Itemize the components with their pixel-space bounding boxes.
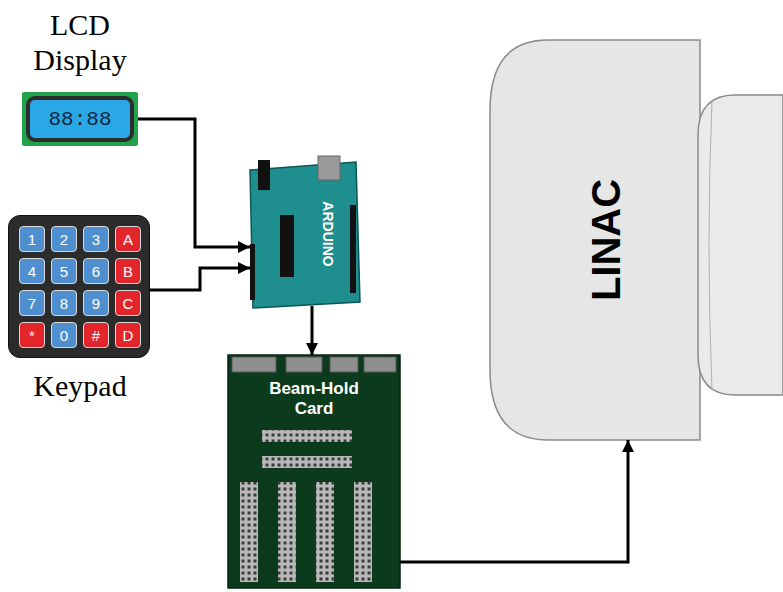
linac-label: LINAC (586, 179, 626, 301)
key-label: * (29, 328, 35, 343)
power-jack (258, 160, 270, 190)
key-label: A (123, 232, 133, 247)
keypad-key: B (115, 258, 141, 284)
keypad-key: 6 (83, 258, 109, 284)
pin-column (240, 482, 258, 582)
keypad-key: 4 (19, 258, 45, 284)
keypad-key: 7 (19, 290, 45, 316)
arduino-board: ARDUINO (250, 165, 358, 303)
microcontroller-chip (280, 215, 294, 277)
keypad-key: A (115, 226, 141, 252)
key-label: B (123, 264, 133, 279)
pin-column (354, 482, 372, 582)
signal-arrow (150, 268, 250, 290)
pin-column (316, 482, 334, 582)
lcd-display: LCD Display88:88 (22, 92, 138, 146)
pin-header (250, 244, 255, 300)
board-label: ARDUINO (321, 201, 335, 266)
card-board (228, 355, 400, 588)
node-heading: LCD Display (20, 8, 140, 77)
linac-head (698, 95, 783, 395)
signal-arrow (400, 440, 628, 562)
pin-row (262, 456, 352, 468)
linac: LINAC (490, 40, 700, 440)
key-label: 8 (60, 296, 68, 311)
card-connector (232, 357, 276, 372)
signal-arrow (311, 306, 314, 355)
node-heading: Keypad (0, 369, 161, 404)
key-label: C (123, 296, 134, 311)
keypad-key: 0 (51, 322, 77, 348)
pin-row (262, 430, 352, 442)
pin-column (278, 482, 296, 582)
lcd-readout: 88:88 (26, 96, 134, 142)
key-label: D (123, 328, 134, 343)
keypad-key: D (115, 322, 141, 348)
key-label: 9 (92, 296, 100, 311)
usb-port (318, 156, 340, 180)
keypad: 123A456B789C*0#DKeypad (8, 215, 150, 358)
keypad-key: * (19, 322, 45, 348)
card-label: Beam-Hold Card (249, 379, 379, 418)
card-connector (286, 357, 322, 372)
keypad-key: 5 (51, 258, 77, 284)
key-label: 1 (28, 232, 36, 247)
keypad-key: 2 (51, 226, 77, 252)
keypad-key: # (83, 322, 109, 348)
key-label: 0 (60, 328, 68, 343)
key-label: 7 (28, 296, 36, 311)
key-label: 6 (92, 264, 100, 279)
linac-head-edge (709, 100, 712, 390)
keypad-key: 3 (83, 226, 109, 252)
card-connector (364, 357, 396, 372)
key-label: 4 (28, 264, 36, 279)
keypad-key: 9 (83, 290, 109, 316)
key-label: 2 (60, 232, 68, 247)
key-label: 3 (92, 232, 100, 247)
keypad-key: C (115, 290, 141, 316)
key-label: 5 (60, 264, 68, 279)
beam-hold-card: Beam-Hold Card (228, 355, 400, 588)
signal-arrow (138, 119, 250, 247)
pin-header (350, 205, 356, 293)
card-connector (330, 357, 358, 372)
keypad-key: 8 (51, 290, 77, 316)
linac-body (490, 40, 700, 440)
keypad-key: 1 (19, 226, 45, 252)
key-label: # (92, 328, 100, 343)
